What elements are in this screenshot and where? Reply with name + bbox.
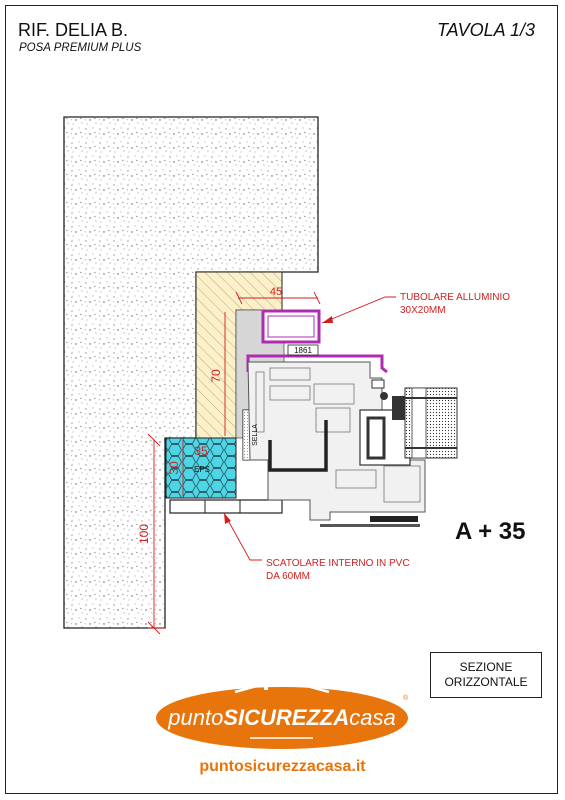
section-label-box: SEZIONE ORIZZONTALE [430, 652, 542, 698]
brand-logo[interactable]: puntoSICUREZZAcasa ® [155, 678, 409, 750]
callout-scatolare-2: DA 60MM [266, 571, 310, 582]
dim-30: 30 [167, 461, 181, 475]
website-link[interactable]: puntosicurezzacasa.it [199, 758, 366, 775]
eps-label: EPS [194, 465, 210, 474]
project-subtitle: POSA PREMIUM PLUS [19, 42, 142, 54]
eps-block [165, 437, 237, 499]
callout-tubolare-1: TUBOLARE ALLUMINIO [400, 292, 510, 303]
dim-45: 45 [270, 286, 282, 298]
logo-text-punto: punto [167, 705, 223, 730]
registered-mark: ® [403, 694, 409, 702]
cover-plate [246, 354, 388, 374]
dim-35: 35 [194, 444, 208, 458]
window-frame [247, 361, 426, 521]
svg-text:puntoSICUREZZAcasa: puntoSICUREZZAcasa [167, 705, 395, 730]
scatolare-pvc [169, 499, 283, 514]
logo-text-casa: casa [349, 705, 395, 730]
dimension-formula: A + 35 [455, 518, 526, 545]
sella-label: SELLA [252, 424, 259, 446]
dim-70: 70 [209, 369, 223, 383]
logo-text-sicurezza: SICUREZZA [223, 705, 349, 730]
section-label-line1: SEZIONE [459, 660, 513, 674]
sheet-border [5, 5, 558, 794]
dim-100: 100 [137, 524, 151, 544]
section-label-line2: ORIZZONTALE [444, 675, 528, 689]
house-roof-icon [234, 678, 330, 694]
steel-reinforcement [268, 420, 328, 472]
project-title: RIF. DELIA B. [18, 20, 129, 40]
sheet-number: TAVOLA 1/3 [436, 20, 535, 40]
callout-tubolare-2: 30X20MM [400, 305, 446, 316]
profile-tag: 1861 [294, 346, 312, 355]
callout-scatolare-1: SCATOLARE INTERNO IN PVC [266, 558, 410, 569]
